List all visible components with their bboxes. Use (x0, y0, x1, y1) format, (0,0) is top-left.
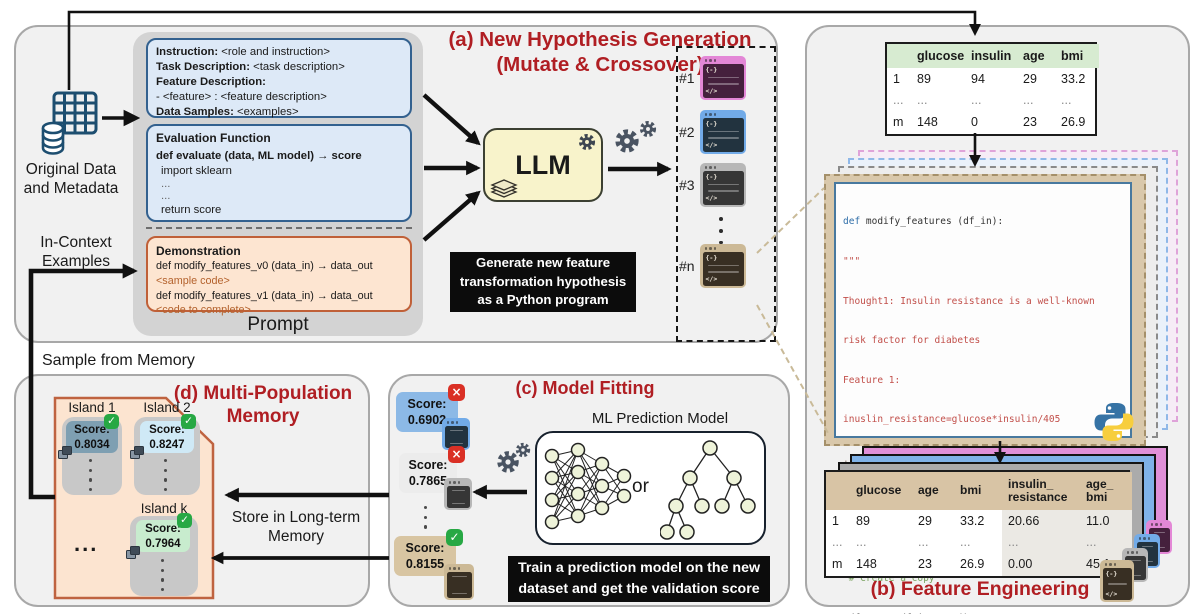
python-logo-icon (1094, 403, 1134, 441)
success-icon: ✓ (446, 529, 463, 546)
fail-icon: × (448, 446, 465, 463)
stack-icon (490, 179, 518, 198)
ellipsis-dots (719, 213, 723, 248)
python-code-block: def modify_features (df_in): """ Thought… (834, 182, 1132, 614)
hypothesis-n-label: #n (679, 258, 695, 274)
ellipsis-dots (161, 556, 165, 594)
success-icon: ✓ (181, 414, 196, 429)
prompt-caption: Prompt (247, 314, 309, 335)
neural-network-icon (544, 442, 632, 530)
result-code-icon-tan: {-}</> (1100, 560, 1134, 602)
code-stack-icon (130, 446, 144, 459)
island-k-label: Island k (140, 501, 188, 516)
score-3-code-icon (444, 564, 474, 600)
ellipsis-dots (89, 456, 93, 494)
database-table-icon (41, 91, 98, 155)
islands-ellipsis: ... (74, 531, 99, 556)
gear-icon (515, 442, 531, 458)
tune-gear-icon (578, 133, 596, 151)
hypothesis-1-label: #1 (679, 70, 695, 86)
or-label: or (632, 476, 649, 497)
ellipsis-dots (164, 456, 168, 494)
llm-label: LLM (515, 149, 571, 180)
gear-icon (497, 451, 519, 473)
hypothesis-1-code-icon: {-}</> (700, 56, 746, 100)
hypothesis-3-code-icon: {-}</> (700, 163, 746, 207)
hypothesis-n-code-icon: {-}</> (700, 244, 746, 288)
score-2-code-icon (444, 478, 472, 510)
gear-icon (615, 129, 639, 153)
ml-model-label: ML Prediction Model (591, 410, 729, 427)
island-1-label: Island 1 (68, 400, 116, 415)
island-2-label: Island 2 (143, 400, 191, 415)
hypothesis-3-label: #3 (679, 177, 695, 193)
evaluation-function-box: Evaluation Function def evaluate (data, … (146, 124, 412, 222)
score-1-code-icon (442, 418, 470, 450)
success-icon: ✓ (177, 513, 192, 528)
code-stack-icon (126, 546, 140, 559)
section-b-title: (b) Feature Engineering (870, 578, 1090, 600)
sample-from-memory-label: Sample from Memory (42, 352, 195, 369)
code-stack-icon (58, 446, 72, 459)
section-c-title: (c) Model Fitting (515, 378, 655, 398)
hypothesis-2-code-icon: {-}</> (700, 110, 746, 154)
fail-icon: × (448, 384, 465, 401)
hypothesis-2-label: #2 (679, 124, 695, 140)
prompt-divider (146, 227, 412, 229)
ellipsis-dots (424, 503, 428, 532)
engineered-data-table: glucose age bmi insulin_resistance age_b… (824, 470, 1132, 578)
success-icon: ✓ (104, 414, 119, 429)
instruction-box: Instruction: <role and instruction> Task… (146, 38, 412, 118)
demonstration-box: Demonstration def modify_features_v0 (da… (146, 236, 412, 316)
island-k-score-chip: Score:0.7964 (136, 520, 190, 552)
decision-tree-icon (660, 440, 756, 540)
gear-icon (639, 120, 657, 138)
